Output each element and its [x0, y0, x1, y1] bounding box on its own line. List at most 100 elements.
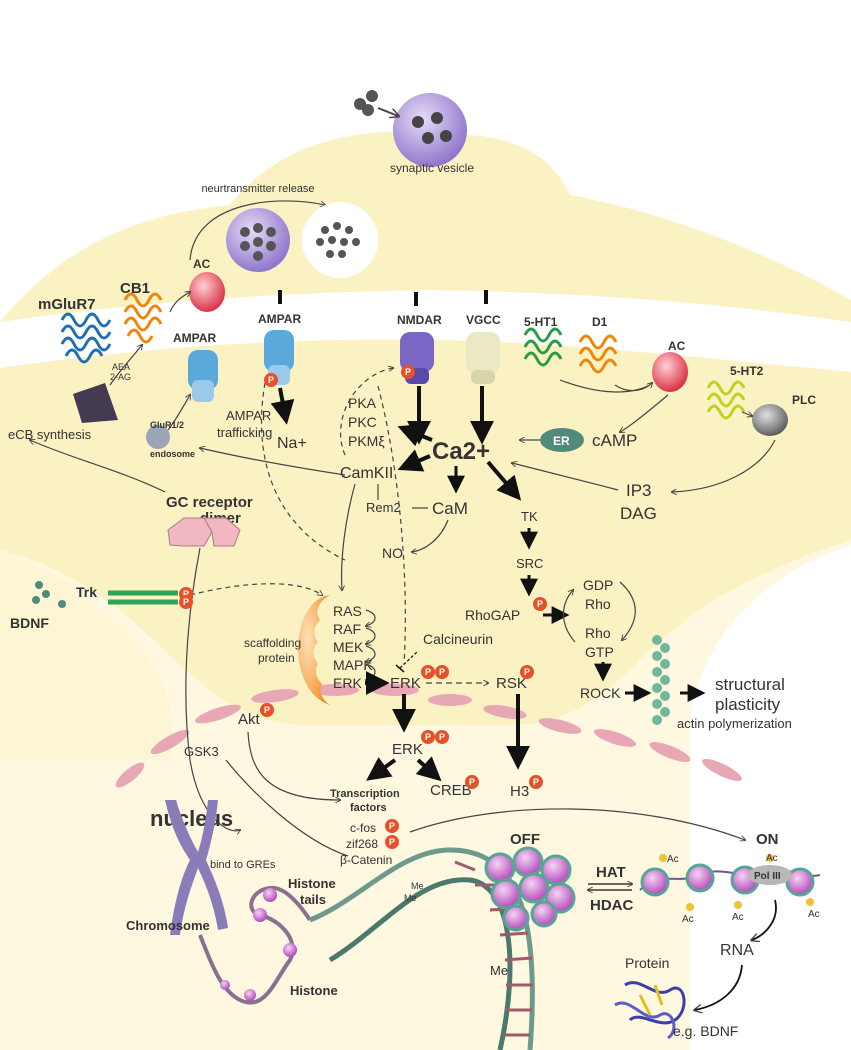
calcineurin-inhibit-line: [399, 650, 419, 669]
erk-p-label: ERK: [390, 675, 421, 692]
creb-label: CREB: [430, 782, 472, 799]
histones: [220, 888, 297, 1001]
polymerase: [748, 865, 792, 885]
glur12-label: GluR1/2: [150, 420, 184, 430]
erk-tf-arrow: [366, 757, 397, 781]
eg-bdnf-label: e.g. BDNF: [673, 1023, 738, 1039]
tf-gene-arrow: [409, 808, 745, 840]
h3-label: H3: [510, 783, 529, 800]
protein-label: Protein: [625, 955, 669, 971]
rhogap-label: RhoGAP: [465, 607, 520, 623]
tf-label-2: factors: [350, 802, 387, 814]
cam-no-arrow: [412, 519, 449, 552]
plc-protein: [752, 404, 788, 436]
svg-text:P: P: [439, 732, 445, 742]
pkc-label: PKC: [348, 414, 377, 430]
svg-text:P: P: [533, 777, 539, 787]
ampar-trafficking-label-1: AMPAR: [226, 408, 271, 423]
trk-receptor: [108, 590, 178, 605]
ampar-right-label: AMPAR: [258, 312, 301, 326]
svg-text:P: P: [389, 821, 395, 831]
gsk3-catenin-line: [225, 759, 349, 857]
rock-label: ROCK: [580, 685, 621, 701]
endosome-vesicle: [146, 425, 170, 449]
tk-label: TK: [521, 509, 538, 524]
raf-mek-arrow: [366, 627, 376, 644]
svg-text:P: P: [268, 375, 274, 385]
erk-creb-arrow: [415, 756, 442, 782]
5ht2-receptor: [706, 380, 746, 420]
bdnf-ligands: [32, 581, 66, 608]
phospho-markers: P P P P P P P P P P P P P P P: [179, 365, 547, 849]
ip3-label: IP3: [626, 481, 652, 500]
ampar-left-receptor: [188, 350, 218, 402]
nmdar-phospho-dashed: [340, 368, 393, 456]
rho-gtp-label: Rho: [585, 625, 611, 641]
histone-label: Histone: [290, 983, 338, 998]
ca-tk-arrow: [486, 460, 522, 501]
svg-text:P: P: [264, 705, 270, 715]
pkm-label: PKMξ: [348, 433, 385, 449]
na-influx-arrow: [270, 387, 295, 425]
ampar-ligand-bar: [278, 290, 282, 304]
ca-pka-arrow: [397, 423, 433, 447]
plasticity-label: plasticity: [715, 695, 781, 714]
nmdar-label: NMDAR: [397, 313, 442, 327]
histone-tails-label-1: Histone: [288, 876, 336, 891]
mek-mapk-arrow: [366, 645, 376, 662]
mapk-label: MAPK: [333, 657, 373, 673]
ac-camp-arrow: [620, 394, 669, 432]
vgcc-label: VGCC: [466, 313, 501, 327]
nmdar-ligand-bar: [414, 292, 418, 306]
release-arrow: [189, 200, 325, 261]
neurotransmitter-release-label: neurtransmitter release: [201, 183, 314, 195]
raf-label: RAF: [333, 621, 361, 637]
rho-cycle-left: [562, 590, 576, 643]
transcription-arrow: [752, 899, 777, 940]
bdnf-label: BDNF: [10, 615, 49, 631]
svg-text:P: P: [537, 599, 543, 609]
gsk3-label: GSK3: [184, 744, 219, 759]
synaptic-vesicle-label: synaptic vesicle: [390, 161, 474, 175]
pka-label: PKA: [348, 395, 377, 411]
mglur7-label: mGluR7: [38, 296, 96, 313]
cb1-label: CB1: [120, 280, 150, 297]
histone-tails-label-2: tails: [300, 892, 326, 907]
ras-label: RAS: [333, 603, 362, 619]
rho-gdp-label: Rho: [585, 596, 611, 612]
chromosome-label: Chromosome: [126, 918, 210, 933]
aea-label: AEA: [112, 362, 130, 372]
acetyl-marks: [659, 854, 814, 911]
ac-top-label: AC: [193, 257, 211, 271]
ac-mark-4: Ac: [766, 853, 778, 864]
ac-right-label: AC: [668, 339, 686, 353]
gc-receptor-dimer: [167, 517, 241, 547]
erk-nuclear-label: ERK: [392, 741, 423, 758]
gc-ecb-arrow: [30, 440, 166, 493]
ampar-phospho-dashed: [260, 382, 346, 561]
akt-label: Akt: [238, 711, 261, 728]
5ht1-receptor: [523, 327, 563, 367]
vgcc-channel: [466, 332, 500, 384]
off-label: OFF: [510, 831, 540, 848]
ca-label: Ca2+: [432, 438, 490, 465]
bcatenin-label: β-Catenin: [340, 853, 392, 867]
me-label-3: Me: [490, 963, 508, 978]
gtp-label: GTP: [585, 644, 614, 660]
ac-top-protein: [189, 272, 225, 312]
ras-raf-arrow: [366, 609, 376, 626]
d1-ac-arrow: [614, 383, 652, 392]
calcineurin-bar: [395, 664, 405, 673]
translation-arrow: [695, 964, 743, 1010]
camkii-ras-arrow: [342, 483, 356, 590]
camkii-label: CamKII: [340, 465, 393, 482]
ampar-left-label: AMPAR: [173, 331, 216, 345]
svg-text:P: P: [389, 837, 395, 847]
dag-label: DAG: [620, 504, 657, 523]
synaptic-vesicle-background: [0, 550, 172, 760]
actin-polymerization-label: actin polymerization: [677, 716, 792, 731]
nuclear-envelope: [115, 684, 742, 788]
erk-scaffold-label: ERK: [333, 675, 362, 691]
